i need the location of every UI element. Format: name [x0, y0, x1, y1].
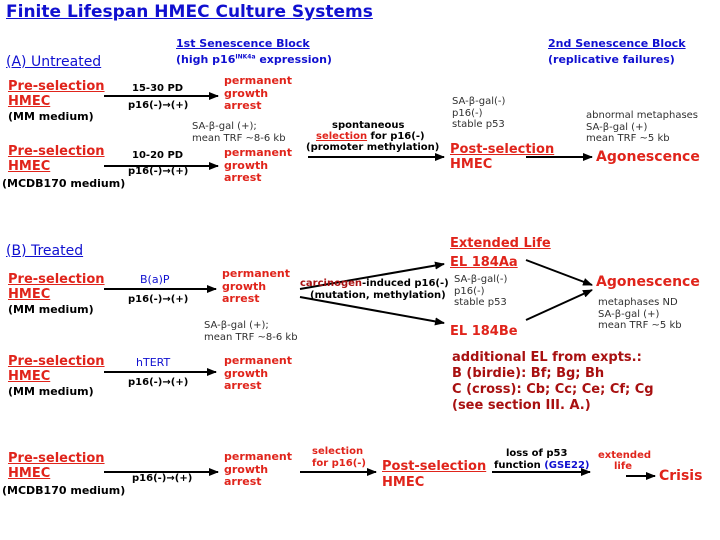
c1-function: function (GSE22)	[494, 460, 590, 471]
b1-extended-life: Extended Life	[450, 236, 551, 251]
b2-agent: hTERT	[136, 356, 171, 369]
arrow-arrest-to-el184be	[299, 296, 445, 326]
b2-p16: p16(-)→(+)	[128, 377, 189, 388]
b1-el-props: SA-β-gal(-)p16(-)stable p53	[454, 274, 508, 308]
c1-hmec: HMEC	[8, 466, 51, 481]
c1-pre-selection: Pre-selection	[8, 451, 105, 466]
a1-medium: (MM medium)	[8, 110, 94, 123]
a1-sabgal: SA-β-gal (+);	[192, 121, 257, 132]
b1-carcinogen: carcinogen-induced p16(-)	[300, 278, 449, 289]
b1-pre-selection: Pre-selection	[8, 272, 105, 287]
b2-hmec: HMEC	[8, 369, 51, 384]
a2-spontaneous: spontaneous	[332, 120, 405, 131]
arrow-el184aa-to-agonescence	[525, 259, 593, 286]
page-title: Finite Lifespan HMEC Culture Systems	[6, 2, 373, 22]
c1-selection: selection	[312, 446, 364, 457]
a2-hmec: HMEC	[8, 159, 51, 174]
a2-post-hmec: HMEC	[450, 157, 493, 172]
a2-spont-selection: selection for p16(-)	[316, 131, 425, 142]
section-a-label: (A) Untreated	[6, 54, 102, 70]
block1-title: 1st Senescence Block	[176, 37, 310, 50]
b1-trf: mean TRF ~8-6 kb	[204, 332, 298, 343]
c1-medium: (MCDB170 medium)	[2, 484, 126, 497]
b1-agonescence: Agonescence	[596, 274, 700, 290]
b1-el184be: EL 184Be	[450, 324, 518, 339]
a2-promoter: (promoter methylation)	[306, 142, 440, 153]
b1-agent: B(a)P	[140, 273, 170, 286]
c1-loss-p53: loss of p53	[506, 448, 568, 459]
b1-sabgal: SA-β-gal (+);	[204, 320, 269, 331]
b1-p16: p16(-)→(+)	[128, 294, 189, 305]
a1-hmec: HMEC	[8, 94, 51, 109]
a2-post-props: SA-β-gal(-)p16(-)stable p53	[452, 96, 506, 130]
block2-title: 2nd Senescence Block	[548, 37, 686, 50]
a1-p16: p16(-)→(+)	[128, 100, 189, 111]
b2-medium: (MM medium)	[8, 385, 94, 398]
b2-pre-selection: Pre-selection	[8, 354, 105, 369]
a2-pd: 10-20 PD	[132, 150, 184, 161]
a1-pre-selection: Pre-selection	[8, 79, 105, 94]
b1-mutation: (mutation, methylation)	[310, 290, 446, 301]
a1-pd: 15-30 PD	[132, 83, 184, 94]
c1-p16: p16(-)→(+)	[132, 473, 193, 484]
a1-trf: mean TRF ~8-6 kb	[192, 133, 286, 144]
c1-post-selection: Post-selection	[382, 459, 487, 474]
b2-additional-el: additional EL from expts.: B (birdie): B…	[452, 350, 654, 413]
a2-post-selection: Post-selection	[450, 142, 555, 157]
block1-subtitle: (high p16INK4a expression)	[176, 53, 332, 66]
c1-crisis: Crisis	[659, 468, 703, 484]
a2-p16: p16(-)→(+)	[128, 166, 189, 177]
c1-for-p16: for p16(-)	[312, 458, 366, 469]
block2-subtitle: (replicative failures)	[548, 53, 675, 66]
a2-pre-selection: Pre-selection	[8, 144, 105, 159]
a2-agonescence: Agonescence	[596, 149, 700, 165]
arrow-arrest-to-el184aa	[299, 261, 445, 290]
b1-medium: (MM medium)	[8, 303, 94, 316]
c1-life: life	[614, 461, 632, 472]
b1-el184aa: EL 184Aa	[450, 255, 518, 270]
arrow-el184be-to-agonescence	[525, 289, 593, 321]
b1-hmec: HMEC	[8, 287, 51, 302]
a2-medium: (MCDB170 medium)	[2, 177, 126, 190]
c1-extended: extended	[598, 450, 652, 461]
c1-post-hmec: HMEC	[382, 475, 425, 490]
section-b-label: (B) Treated	[6, 243, 84, 259]
